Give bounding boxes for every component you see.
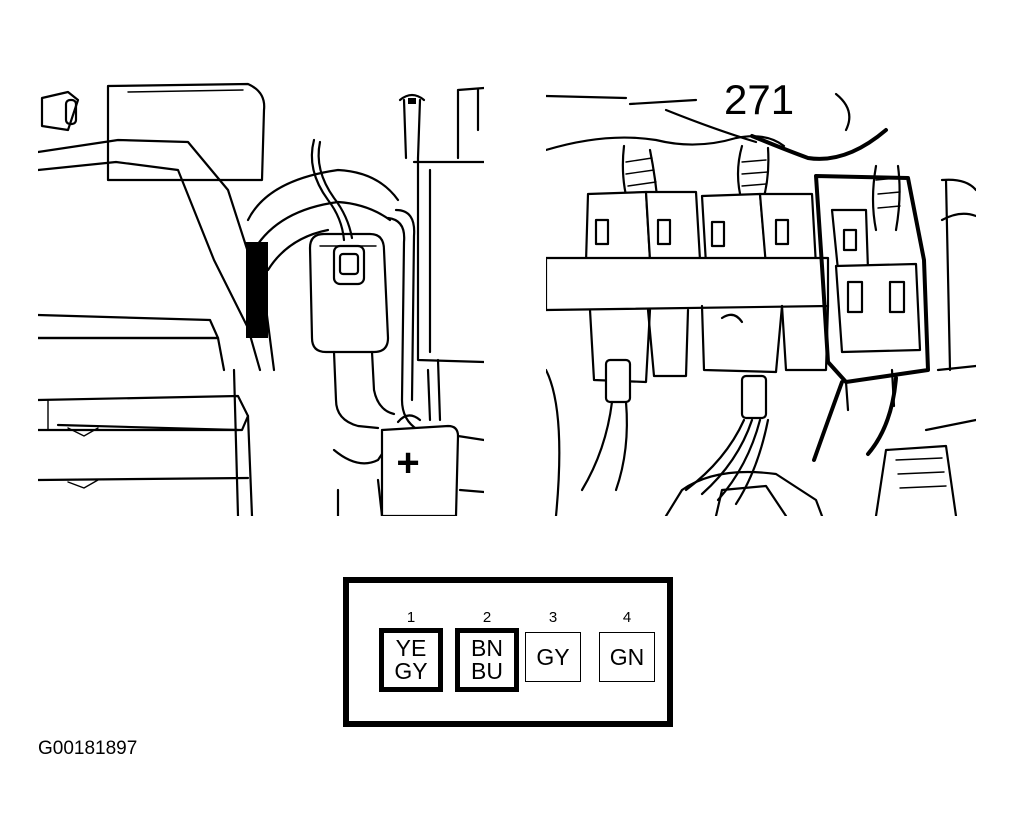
- pin-wire-color-box: GN: [599, 632, 655, 682]
- connector-detail-illustration: [546, 70, 976, 516]
- wire-color-secondary: BU: [471, 658, 503, 684]
- wire-color-primary: BN: [471, 635, 503, 661]
- pin-2: 2 BN BU: [447, 609, 527, 692]
- pin-number: 1: [406, 609, 416, 626]
- wire-color-primary: YE: [395, 635, 427, 661]
- figure-id-label: G00181897: [38, 738, 138, 759]
- wire-color-primary: GY: [536, 643, 570, 670]
- pin-wire-color-box: GY: [525, 632, 581, 682]
- pin-number: 2: [482, 609, 492, 626]
- battery-plus-symbol: +: [396, 441, 419, 485]
- callout-label-271: 271: [724, 76, 795, 123]
- pin-number: 4: [622, 609, 632, 626]
- engine-bay-illustration: +: [38, 70, 484, 516]
- pin-3: 3 GY: [513, 609, 593, 682]
- wire-color-secondary: GY: [394, 658, 428, 684]
- pin-4: 4 GN: [587, 609, 667, 682]
- pin-wire-color-box: YE GY: [379, 628, 443, 692]
- pin-1: 1 YE GY: [371, 609, 451, 692]
- wire-color-primary: GN: [609, 643, 645, 670]
- connector-pinout-diagram: 1 YE GY 2 BN BU 3 GY 4 GN: [343, 577, 673, 727]
- pin-number: 3: [548, 609, 558, 626]
- pin-wire-color-box: BN BU: [455, 628, 519, 692]
